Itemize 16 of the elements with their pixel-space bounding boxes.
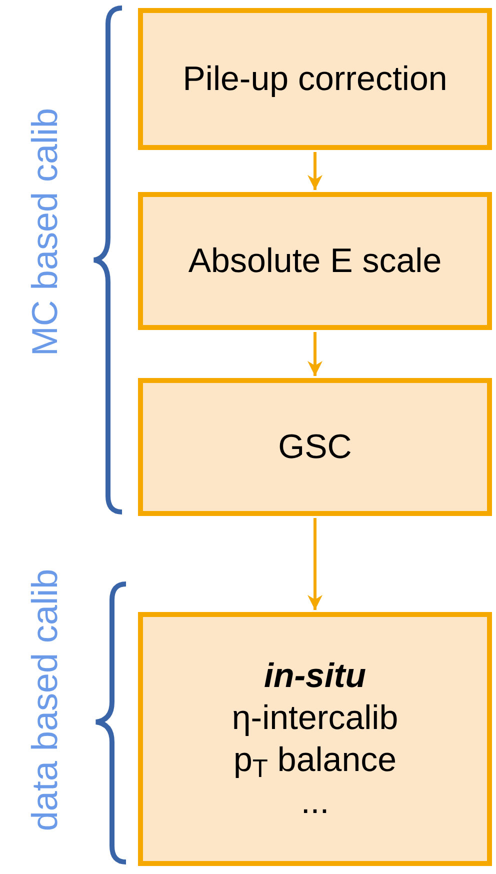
arrow [308,152,322,190]
box-text: GSC [278,427,352,468]
box-heading: in-situ [264,656,366,697]
box-text: Absolute E scale [188,241,442,282]
box-text: Pile-up correction [182,59,448,100]
process-box [138,378,492,516]
process-box [138,612,492,866]
box-text: ... [300,782,330,823]
brace-label: MC based calib [25,108,65,356]
process-box [138,192,492,330]
process-box [138,8,492,150]
arrow [308,518,322,610]
brace-label: data based calib [25,568,65,832]
arrow [308,332,322,376]
box-text: p$_{T}$ balance [233,740,397,781]
box-text: η-intercalib [232,698,398,739]
